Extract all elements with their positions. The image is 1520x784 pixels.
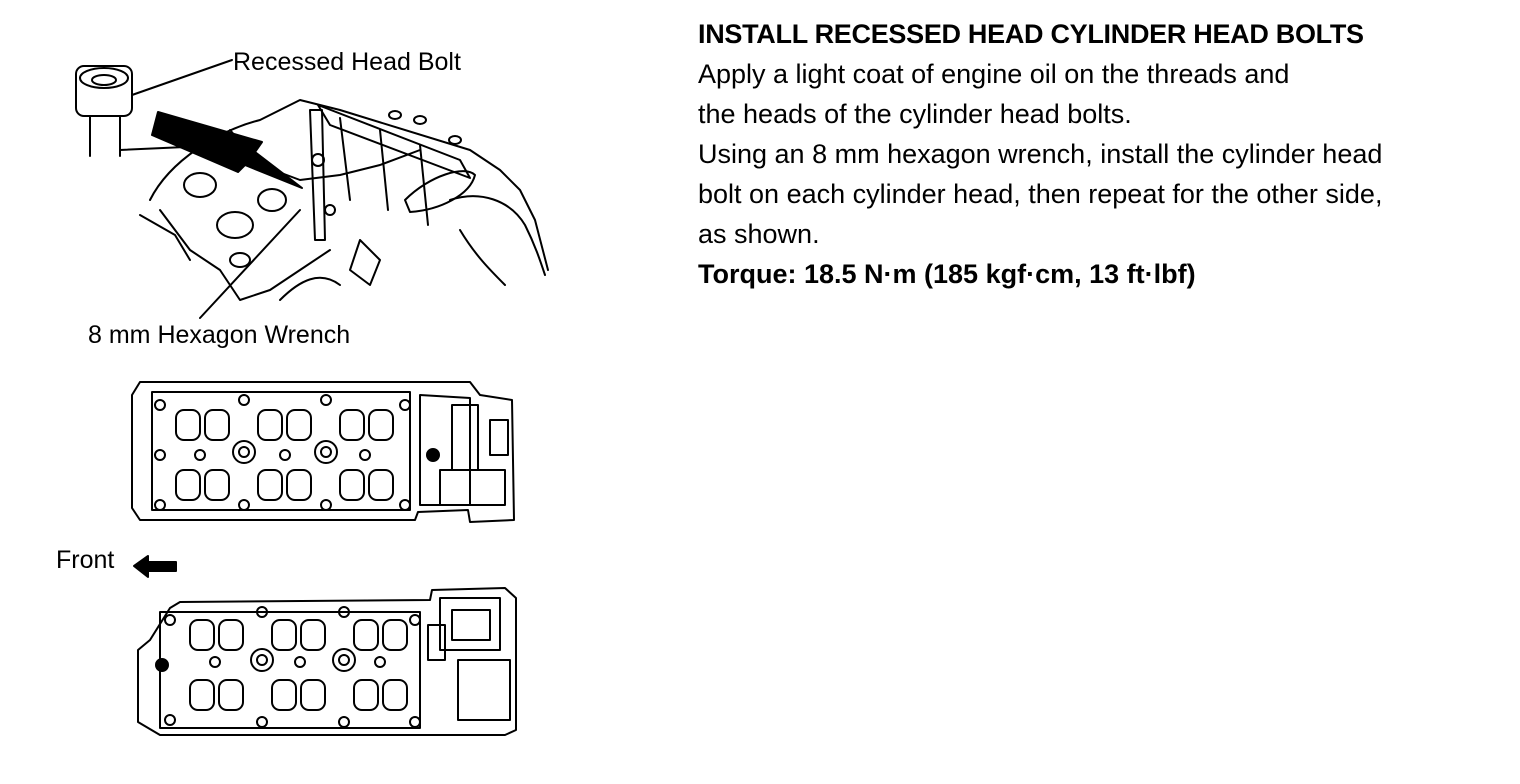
pointer-arrow	[151, 111, 303, 189]
instruction-title: INSTALL RECESSED HEAD CYLINDER HEAD BOLT…	[698, 19, 1364, 49]
bolt-callout-label: Recessed Head Bolt	[233, 48, 461, 76]
engine-sketch	[119, 99, 549, 301]
instruction-line: as shown.	[698, 219, 820, 249]
cylinder-head-upper	[131, 381, 515, 523]
instruction-block: INSTALL RECESSED HEAD CYLINDER HEAD BOLT…	[698, 14, 1498, 294]
wrench-callout-label: 8 mm Hexagon Wrench	[88, 321, 351, 349]
instruction-line: the heads of the cylinder head bolts.	[698, 99, 1132, 129]
front-arrow-icon	[133, 555, 177, 578]
instruction-line: Using an 8 mm hexagon wrench, install th…	[698, 139, 1383, 169]
instruction-line: bolt on each cylinder head, then repeat …	[698, 179, 1383, 209]
instruction-line: Apply a light coat of engine oil on the …	[698, 59, 1290, 89]
front-label: Front	[56, 546, 115, 574]
torque-spec: Torque: 18.5 N·m (185 kgf·cm, 13 ft·lbf)	[698, 259, 1196, 289]
cylinder-head-lower	[137, 587, 517, 736]
bolt-icon	[75, 65, 133, 157]
